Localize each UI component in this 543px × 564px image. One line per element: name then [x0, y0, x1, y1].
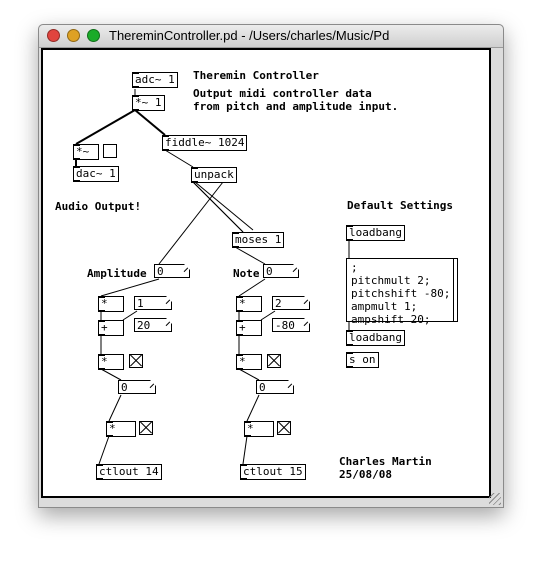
mul-adc-object[interactable]: *~ 1 [132, 95, 165, 111]
wire [100, 278, 160, 297]
wire [192, 181, 244, 233]
unpack-object[interactable]: unpack [191, 167, 237, 183]
comment-amplitude: Amplitude [87, 267, 147, 280]
wire [242, 435, 248, 465]
close-button[interactable] [47, 29, 60, 42]
wire [194, 181, 254, 231]
title-bar[interactable]: ThereminController.pd - /Users/charles/M… [39, 25, 503, 48]
window-title: ThereminController.pd - /Users/charles/M… [109, 28, 390, 43]
note-multiply2-object[interactable]: * [236, 354, 262, 370]
comment-default-settings: Default Settings [347, 199, 453, 212]
note-toggle-2[interactable] [277, 421, 291, 435]
wire [134, 109, 166, 136]
loadbang-object-2[interactable]: loadbang [346, 330, 405, 346]
comment-audio-output: Audio Output! [55, 200, 142, 213]
note-toggle-1[interactable] [267, 354, 281, 368]
defaults-message-box[interactable]: ; pitchmult 2; pitchshift -80; ampmult 1… [346, 258, 458, 326]
wire [238, 278, 266, 297]
amp-multiply2-object[interactable]: * [98, 354, 124, 370]
loadbang-object-1[interactable]: loadbang [346, 225, 405, 241]
gain-number-box[interactable] [103, 144, 117, 158]
patch-window: ThereminController.pd - /Users/charles/M… [38, 24, 504, 508]
note-multiply3-object[interactable]: * [244, 421, 274, 437]
ctlout-15-object[interactable]: ctlout 15 [240, 464, 306, 480]
note-shift-atom[interactable]: -80 [272, 318, 310, 332]
comment-author: Charles Martin 25/08/08 [339, 455, 432, 481]
comment-title: Theremin Controller [193, 69, 319, 82]
wire [75, 109, 136, 145]
wire [246, 394, 260, 422]
amp-toggle-2[interactable] [139, 421, 153, 435]
amp-mult-atom[interactable]: 1 [134, 296, 172, 310]
patch-canvas[interactable]: Theremin Controller Output midi controll… [41, 48, 491, 498]
comment-description: Output midi controller data from pitch a… [193, 87, 399, 113]
dac-object[interactable]: dac~ 1 [73, 166, 119, 182]
note-output-atom[interactable]: 0 [256, 380, 294, 394]
moses-object[interactable]: moses 1 [232, 232, 285, 248]
amp-toggle-1[interactable] [129, 354, 143, 368]
wire [164, 149, 194, 168]
amp-add-object[interactable]: + [98, 320, 124, 336]
wire [234, 246, 266, 265]
wire [158, 181, 224, 265]
amp-multiply-object[interactable]: * [98, 296, 124, 312]
ctlout-14-object[interactable]: ctlout 14 [96, 464, 162, 480]
wire [98, 435, 110, 465]
comment-note: Note [233, 267, 260, 280]
wire [100, 368, 122, 381]
amp-multiply3-object[interactable]: * [106, 421, 136, 437]
mul-left-object[interactable]: *~ [73, 144, 99, 160]
note-mult-atom[interactable]: 2 [272, 296, 310, 310]
amp-shift-atom[interactable]: 20 [134, 318, 172, 332]
wire [108, 394, 122, 422]
adc-object[interactable]: adc~ 1 [132, 72, 178, 88]
resize-grip[interactable] [489, 493, 501, 505]
wire [192, 181, 244, 233]
note-add-object[interactable]: + [236, 320, 262, 336]
wire [238, 368, 260, 381]
fiddle-object[interactable]: fiddle~ 1024 [162, 135, 248, 151]
amplitude-number-atom[interactable]: 0 [154, 264, 190, 278]
send-on-object[interactable]: s on [346, 352, 379, 368]
zoom-button[interactable] [87, 29, 100, 42]
minimize-button[interactable] [67, 29, 80, 42]
amp-output-atom[interactable]: 0 [118, 380, 156, 394]
note-multiply-object[interactable]: * [236, 296, 262, 312]
note-number-atom[interactable]: 0 [263, 264, 299, 278]
